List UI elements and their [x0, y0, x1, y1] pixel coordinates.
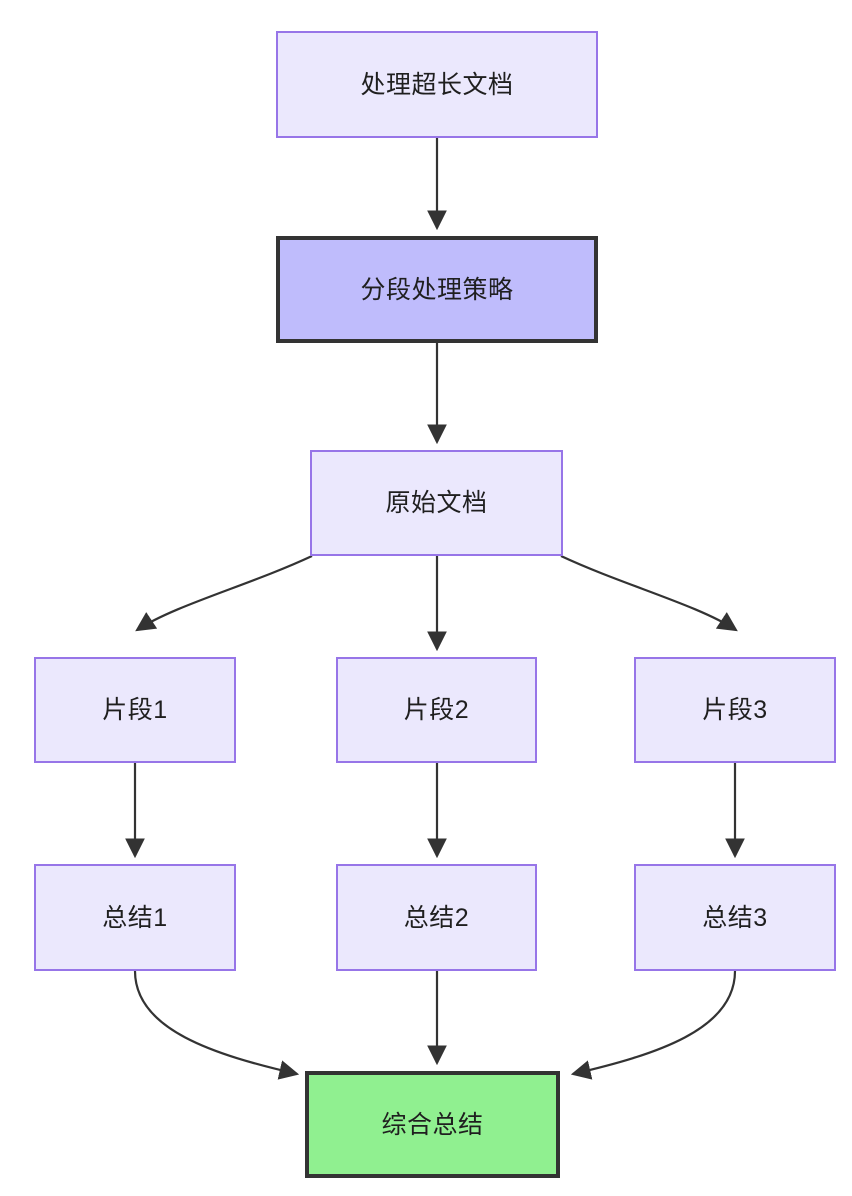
- edge-n3-to-n4: [135, 555, 313, 632]
- node-label: 总结1: [102, 903, 168, 932]
- node-n2[interactable]: 分段处理策略: [276, 236, 598, 343]
- node-n7[interactable]: 总结1: [34, 864, 236, 971]
- node-label: 总结3: [702, 903, 768, 932]
- node-n8[interactable]: 总结2: [336, 864, 537, 971]
- edge-n3-to-n6: [560, 555, 738, 632]
- node-label: 原始文档: [385, 489, 488, 517]
- edge-n9-to-n10: [570, 970, 737, 1080]
- edge-n7-to-n10: [133, 970, 300, 1080]
- node-n6[interactable]: 片段3: [634, 657, 836, 763]
- node-label: 总结2: [403, 903, 470, 932]
- node-label: 分段处理策略: [360, 275, 514, 304]
- node-label: 综合总结: [381, 1110, 484, 1139]
- node-n3[interactable]: 原始文档: [310, 450, 563, 556]
- node-label: 片段1: [102, 696, 168, 724]
- node-n5[interactable]: 片段2: [336, 657, 537, 763]
- node-label: 片段3: [702, 696, 768, 724]
- node-label: 片段2: [403, 696, 470, 724]
- node-n4[interactable]: 片段1: [34, 657, 236, 763]
- node-n10[interactable]: 综合总结: [305, 1071, 560, 1178]
- node-n9[interactable]: 总结3: [634, 864, 836, 971]
- node-label: 处理超长文档: [360, 70, 514, 99]
- node-n1[interactable]: 处理超长文档: [276, 31, 598, 138]
